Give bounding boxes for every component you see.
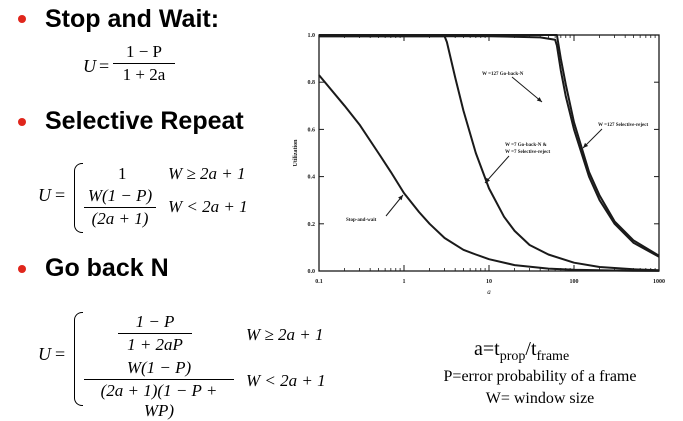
sw-eq: = [99, 56, 110, 76]
annotation-arrow [385, 194, 404, 217]
y-axis-label: Utilization [293, 139, 299, 167]
sw-numerator: 1 − P [125, 42, 163, 61]
gbn-case1-fraction: 1 − P 1 + 2aP [118, 312, 192, 355]
sw-denominator: 1 + 2a [122, 65, 166, 84]
sw-fraction-bar [113, 63, 175, 64]
selective-repeat-bullet [18, 118, 26, 126]
annotation-arrowhead [583, 142, 589, 148]
x-tick-label: 10 [486, 279, 492, 285]
chart-axes: 0.0 0.2 0.4 0.6 0.8 1.0 0.1 1 10 100 1000 a Utilizat… [293, 33, 665, 296]
selective-repeat-title: Selective Repeat [45, 107, 244, 135]
gbn-case1-denominator: 1 + 2aP [127, 335, 183, 354]
y-tick-label: 0.8 [308, 80, 316, 86]
annotation-arrow [582, 128, 603, 149]
annotation-arrowhead [485, 177, 490, 183]
y-tick-label: 0.2 [308, 222, 316, 228]
x-axis-label: a [487, 288, 491, 296]
a-def-left: a=t [474, 338, 500, 360]
x-tick-label: 100 [570, 279, 579, 285]
sr-case2-bar [84, 207, 156, 208]
sr-case2-condition: W < 2a + 1 [168, 197, 248, 216]
sw-U: U [83, 56, 96, 76]
y-tick-label: 1.0 [308, 33, 316, 39]
sr-eq: = [55, 185, 66, 205]
annotation-w7-line1: W =7 Go-back-N & [505, 143, 547, 148]
gbn-case2-bar [84, 379, 234, 380]
gbn-case1-numerator: 1 − P [135, 312, 175, 331]
w127-go-back-n-line [319, 35, 660, 258]
gbn-eq: = [55, 344, 66, 364]
sr-case2-numerator: W(1 − P) [87, 186, 153, 205]
gbn-brace [74, 312, 83, 406]
a-def-sub-frame: frame [536, 349, 570, 364]
x-tick-label: 1000 [653, 279, 665, 285]
gbn-case2-numerator: W(1 − P) [126, 358, 192, 377]
x-tick-label: 0.1 [315, 279, 323, 285]
chart-series [318, 34, 660, 272]
annotation-arrowhead [536, 97, 542, 102]
annotation-w127-selective-reject: W =127 Selective-reject [598, 123, 648, 128]
sr-case1-value: 1 [118, 164, 127, 183]
go-back-n-bullet [18, 265, 26, 273]
p-definition: P=error probability of a frame [443, 368, 637, 385]
a-def-mid: /t [525, 338, 537, 360]
gbn-case1-condition: W ≥ 2a + 1 [246, 325, 324, 344]
annotation-arrow [484, 155, 510, 184]
gbn-case1-bar [118, 333, 192, 334]
gbn-U: U [38, 344, 51, 364]
sr-brace [74, 163, 83, 233]
annotation-w7-line2: W =7 Selective-reject [505, 150, 550, 155]
gbn-case2-condition: W < 2a + 1 [246, 371, 326, 390]
a-def-sub-prop: prop [499, 349, 526, 364]
y-tick-label: 0.4 [308, 175, 316, 181]
gbn-case2-fraction: W(1 − P) (2a + 1)(1 − P + WP) [84, 358, 234, 421]
chart-annotations: W =127 Go-back-N W =127 Selective-rejectW… [346, 72, 648, 223]
gbn-case2-denominator: (2a + 1)(1 − P + WP) [100, 381, 218, 420]
annotation-stop-and-wait: Stop-and-wait [346, 218, 377, 223]
sr-case1-condition: W ≥ 2a + 1 [168, 164, 246, 183]
stop-wait-title: Stop and Wait: [45, 5, 220, 33]
y-tick-label: 0.6 [308, 127, 316, 133]
sr-U: U [38, 185, 51, 205]
w7-line [319, 35, 660, 272]
stop-and-wait-line [318, 74, 660, 272]
annotation-w127-go-back-n: W =127 Go-back-N [482, 72, 524, 77]
w-definition: W= window size [485, 390, 595, 407]
annotation-arrow [511, 76, 543, 103]
sw-fraction: 1 − P 1 + 2a [113, 42, 175, 85]
sr-case2-denominator: (2a + 1) [91, 209, 149, 228]
sr-case2-fraction: W(1 − P) (2a + 1) [84, 186, 156, 229]
a-definition: a=tprop/tframe [474, 338, 569, 365]
go-back-n-title: Go back N [45, 254, 169, 282]
y-tick-label: 0.0 [308, 269, 316, 275]
annotation-arrowhead [398, 195, 403, 201]
x-tick-label: 1 [403, 279, 406, 285]
plot-frame [318, 34, 660, 272]
w127-selective-reject-line [319, 34, 660, 257]
stop-wait-bullet [18, 15, 26, 23]
